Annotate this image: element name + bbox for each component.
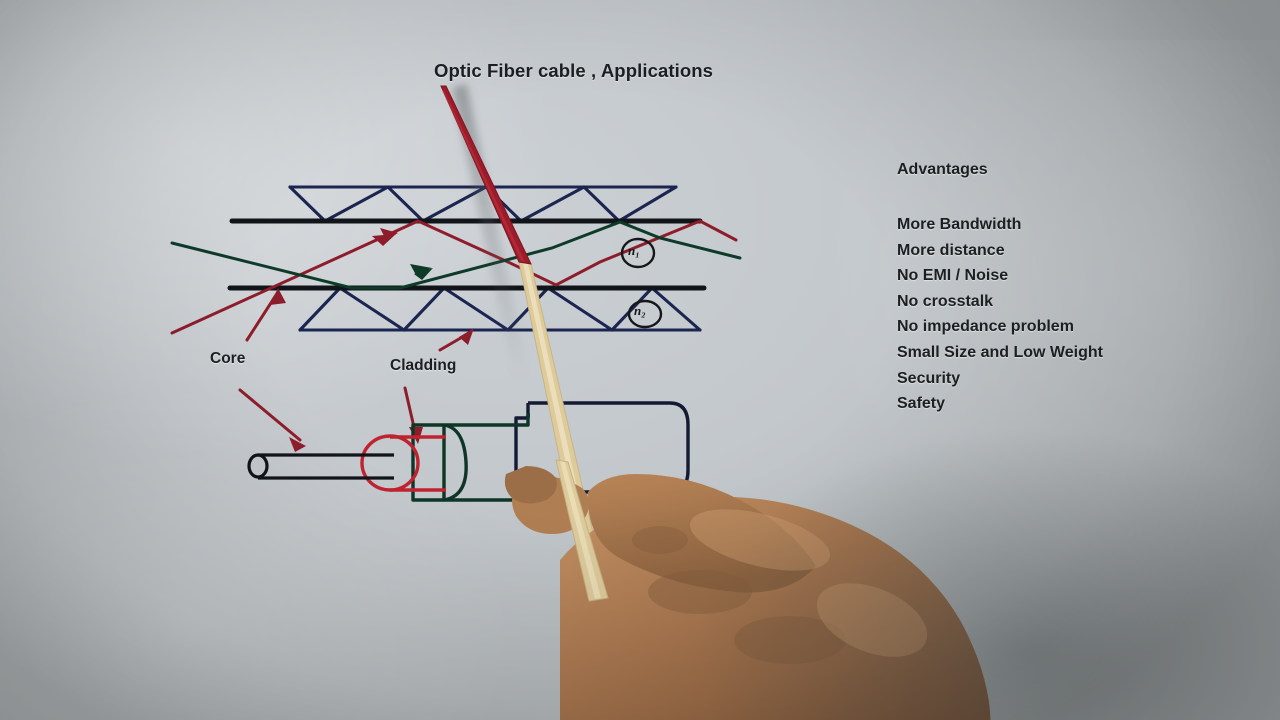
refractive-index-circles — [620, 237, 663, 329]
list-item: Safety — [897, 395, 946, 413]
hand-highlights — [689, 509, 928, 657]
core-boundary-lines — [227, 218, 707, 291]
light-ray-green-arrowheads — [410, 264, 433, 280]
cable-cladding-layer — [360, 434, 446, 492]
list-item: Security — [897, 369, 961, 387]
list-item: No crosstalk — [897, 292, 994, 310]
hand-shading — [632, 526, 846, 664]
core-label: Core — [210, 350, 246, 367]
cladding-label: Cladding — [390, 357, 457, 374]
hand-thumb-pad — [504, 466, 557, 504]
cladding-annotation-arrow-up — [438, 328, 474, 352]
list-item: More distance — [897, 241, 1005, 259]
list-item: No impedance problem — [897, 318, 1074, 336]
lower-cladding-hatch — [298, 286, 702, 332]
pointer-tip — [440, 85, 532, 265]
list-item: More Bandwidth — [897, 216, 1022, 233]
light-ray-red-arrowheads — [372, 228, 398, 246]
upper-cladding-hatch — [288, 185, 678, 223]
n2-circle — [627, 299, 663, 329]
refractive-index-core-label: n₁ — [628, 243, 640, 258]
cable-core-tube — [247, 453, 394, 480]
pointer-tip-highlight — [442, 90, 525, 262]
pointer-over-finger-highlight — [560, 461, 601, 599]
n1-circle — [620, 237, 656, 269]
hand-index-finger — [587, 474, 816, 593]
core-annotation-arrow-down — [238, 388, 306, 452]
page-title: Optic Fiber cable , Applications — [434, 60, 714, 81]
advantages-list: More Bandwidth More distance No EMI / No… — [897, 212, 1103, 417]
advantages-heading: Advantages — [897, 161, 988, 178]
core-annotation-arrow-up — [245, 288, 286, 342]
list-item: No EMI / Noise — [897, 267, 1009, 285]
list-item: Small Size and Low Weight — [897, 343, 1103, 361]
light-ray-green — [170, 220, 742, 290]
refractive-index-cladding-label: n₂ — [634, 303, 646, 318]
